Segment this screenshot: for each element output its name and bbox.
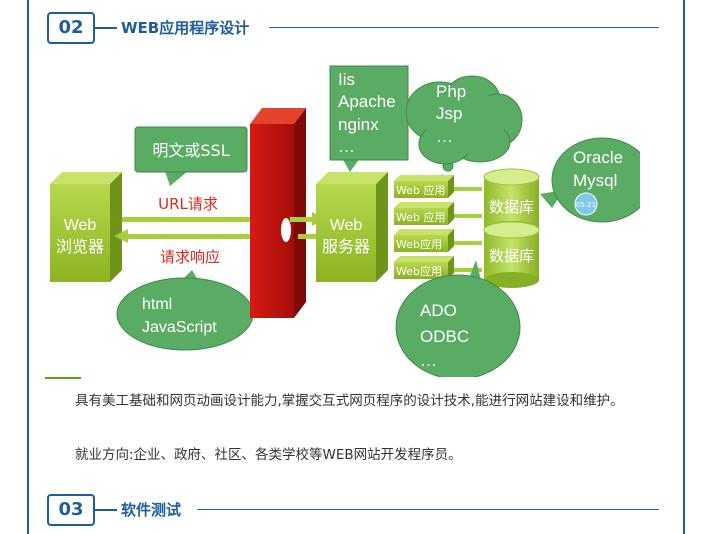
section-02-header: 02 WEB应用程序设计 <box>47 12 659 44</box>
web-app-stack: Web 应用 Web 应用 Web应用 Web应用 <box>394 175 454 279</box>
oracle-mysql-bubble: Oracle Mysql 05:21 <box>540 137 640 223</box>
section-03-header: 03 软件测试 <box>47 494 659 526</box>
section-03-number: 03 <box>47 494 95 526</box>
iis-bubble-line1: Iis <box>338 70 355 89</box>
server-label-line2: 服务器 <box>322 237 370 256</box>
description-paragraph: 具有美工基础和网页动画设计能力,掌握交互式网页程序的设计技术,能进行网站建设和维… <box>75 393 624 409</box>
php-jsp-cloud <box>405 75 523 182</box>
career-paragraph: 就业方向:企业、政府、社区、各类学校等WEB网站开发程序员。 <box>75 447 462 463</box>
oracle-bubble-line2: Mysql <box>573 171 617 190</box>
ado-odbc-bubble: ADO ODBC … <box>395 260 521 377</box>
server-cube: Web 服务器 <box>316 172 388 282</box>
web-app-box: Web 应用 <box>394 175 454 198</box>
iis-bubble-line3: nginx <box>338 115 379 134</box>
web-app-label: Web应用 <box>396 237 442 251</box>
section-02-rule <box>269 27 659 28</box>
web-app-label: Web 应用 <box>396 210 445 224</box>
section-03-tick <box>93 509 117 511</box>
iis-apache-bubble: Iis Apache nginx … <box>329 65 409 172</box>
iis-bubble-line4: … <box>338 137 355 156</box>
web-architecture-diagram: Web 浏览器 URL请求 请求响应 明文或SSL html JavaScrip… <box>50 65 640 377</box>
oracle-bubble-line1: Oracle <box>573 148 623 167</box>
section-03-rule <box>197 509 659 510</box>
web-app-label: Web应用 <box>396 264 442 278</box>
browser-label-line2: 浏览器 <box>56 237 104 256</box>
section-02-title: WEB应用程序设计 <box>121 19 250 37</box>
section-03-title: 软件测试 <box>121 501 182 519</box>
section-02-tick <box>93 27 117 29</box>
ado-bubble-line2: ODBC <box>420 327 469 346</box>
time-badge: 05:21 <box>576 201 596 209</box>
html-bubble-line1: html <box>142 296 172 313</box>
php-cloud-line1: Php <box>436 82 466 101</box>
web-app-box: Web应用 <box>394 256 454 279</box>
request-response-label: 请求响应 <box>160 248 220 266</box>
database-label: 数据库 <box>489 247 534 265</box>
database-cylinder: 数据库 <box>483 221 540 288</box>
database-label: 数据库 <box>489 198 534 216</box>
web-app-box: Web 应用 <box>394 202 454 225</box>
html-bubble: html JavaScript <box>116 270 254 351</box>
frame-left-border <box>27 0 29 534</box>
server-label-line1: Web <box>330 217 363 234</box>
iis-bubble-line2: Apache <box>338 92 396 111</box>
web-app-box: Web应用 <box>394 229 454 252</box>
ado-bubble-line1: ADO <box>420 301 457 320</box>
frame-right-border <box>683 0 685 534</box>
divider-rule <box>45 377 81 379</box>
firewall-wall <box>250 108 306 318</box>
ssl-bubble-text: 明文或SSL <box>152 141 229 160</box>
php-cloud-line3: … <box>436 127 453 146</box>
html-bubble-line2: JavaScript <box>142 319 217 336</box>
php-cloud-line2: Jsp <box>436 104 462 123</box>
browser-cube: Web 浏览器 <box>50 172 122 282</box>
web-app-label: Web 应用 <box>396 183 445 197</box>
url-request-label: URL请求 <box>158 195 218 213</box>
ado-bubble-line3: … <box>420 351 437 370</box>
ssl-bubble: 明文或SSL <box>134 126 248 186</box>
app-db-connectors <box>454 187 482 272</box>
browser-label-line1: Web <box>64 217 97 234</box>
section-02-number: 02 <box>47 12 95 44</box>
